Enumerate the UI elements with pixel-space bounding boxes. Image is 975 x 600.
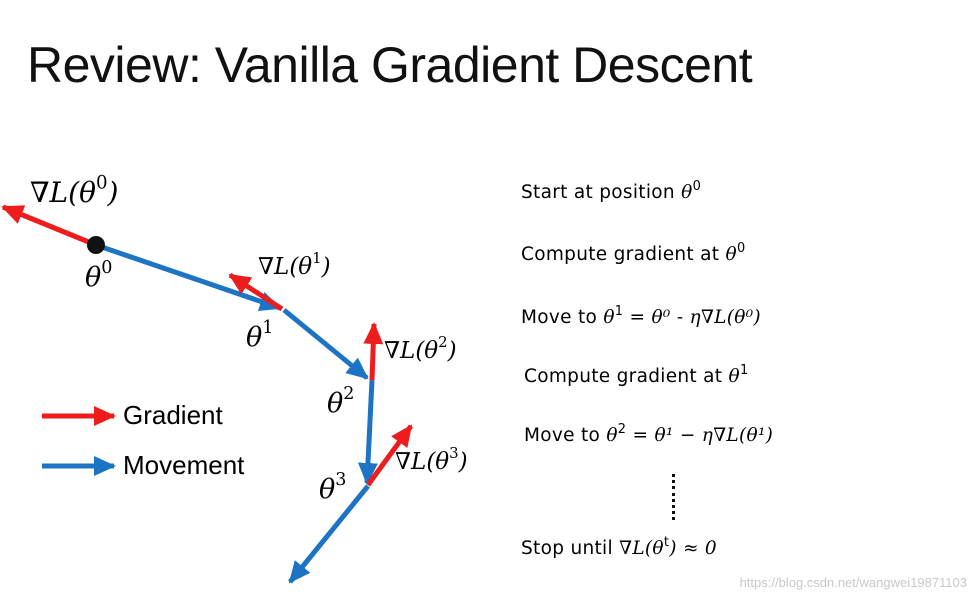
gradient-arrow-2 (363, 322, 384, 381)
gradient-label-1: ∇L(θ1) (258, 248, 331, 280)
legend-movement-label: Movement (123, 450, 245, 480)
movement-arrow-2 (357, 379, 378, 485)
theta-label-2: θ2 (327, 383, 355, 419)
step-stop: Stop until ∇L(θt) ≈ 0 (521, 535, 717, 559)
gradient-label-3: ∇L(θ3) (395, 443, 468, 475)
gradient-arrow-1 (228, 272, 284, 312)
legend-gradient-label: Gradient (123, 400, 223, 430)
page-title: Review: Vanilla Gradient Descent (27, 37, 753, 93)
step-compute-0: Compute gradient at θ0 (521, 241, 746, 265)
gradient-arrow-0 (1, 204, 97, 248)
movement-arrow-1 (282, 308, 369, 380)
watermark: https://blog.csdn.net/wangwei19871103 (739, 575, 967, 590)
movement-arrow-0 (95, 242, 282, 311)
gradient-label-2: ∇L(θ2) (384, 332, 457, 364)
step-compute-1: Compute gradient at θ1 (524, 363, 749, 387)
theta-label-1: θ1 (246, 317, 274, 353)
theta-label-0: θ0 (85, 257, 113, 293)
step-move-1: Move to θ1 = θ⁰ - η∇L(θ⁰) (521, 304, 761, 328)
start-point (87, 236, 105, 254)
step-start: Start at position θ0 (521, 179, 702, 203)
gradient-label-0: ∇L(θ0) (30, 172, 119, 209)
ellipsis-vertical-icon (670, 474, 678, 524)
gradient-arrow-3 (365, 424, 414, 487)
step-move-2: Move to θ2 = θ¹ − η∇L(θ¹) (524, 422, 774, 446)
theta-label-3: θ3 (319, 469, 347, 505)
movement-arrow-3 (288, 484, 370, 584)
